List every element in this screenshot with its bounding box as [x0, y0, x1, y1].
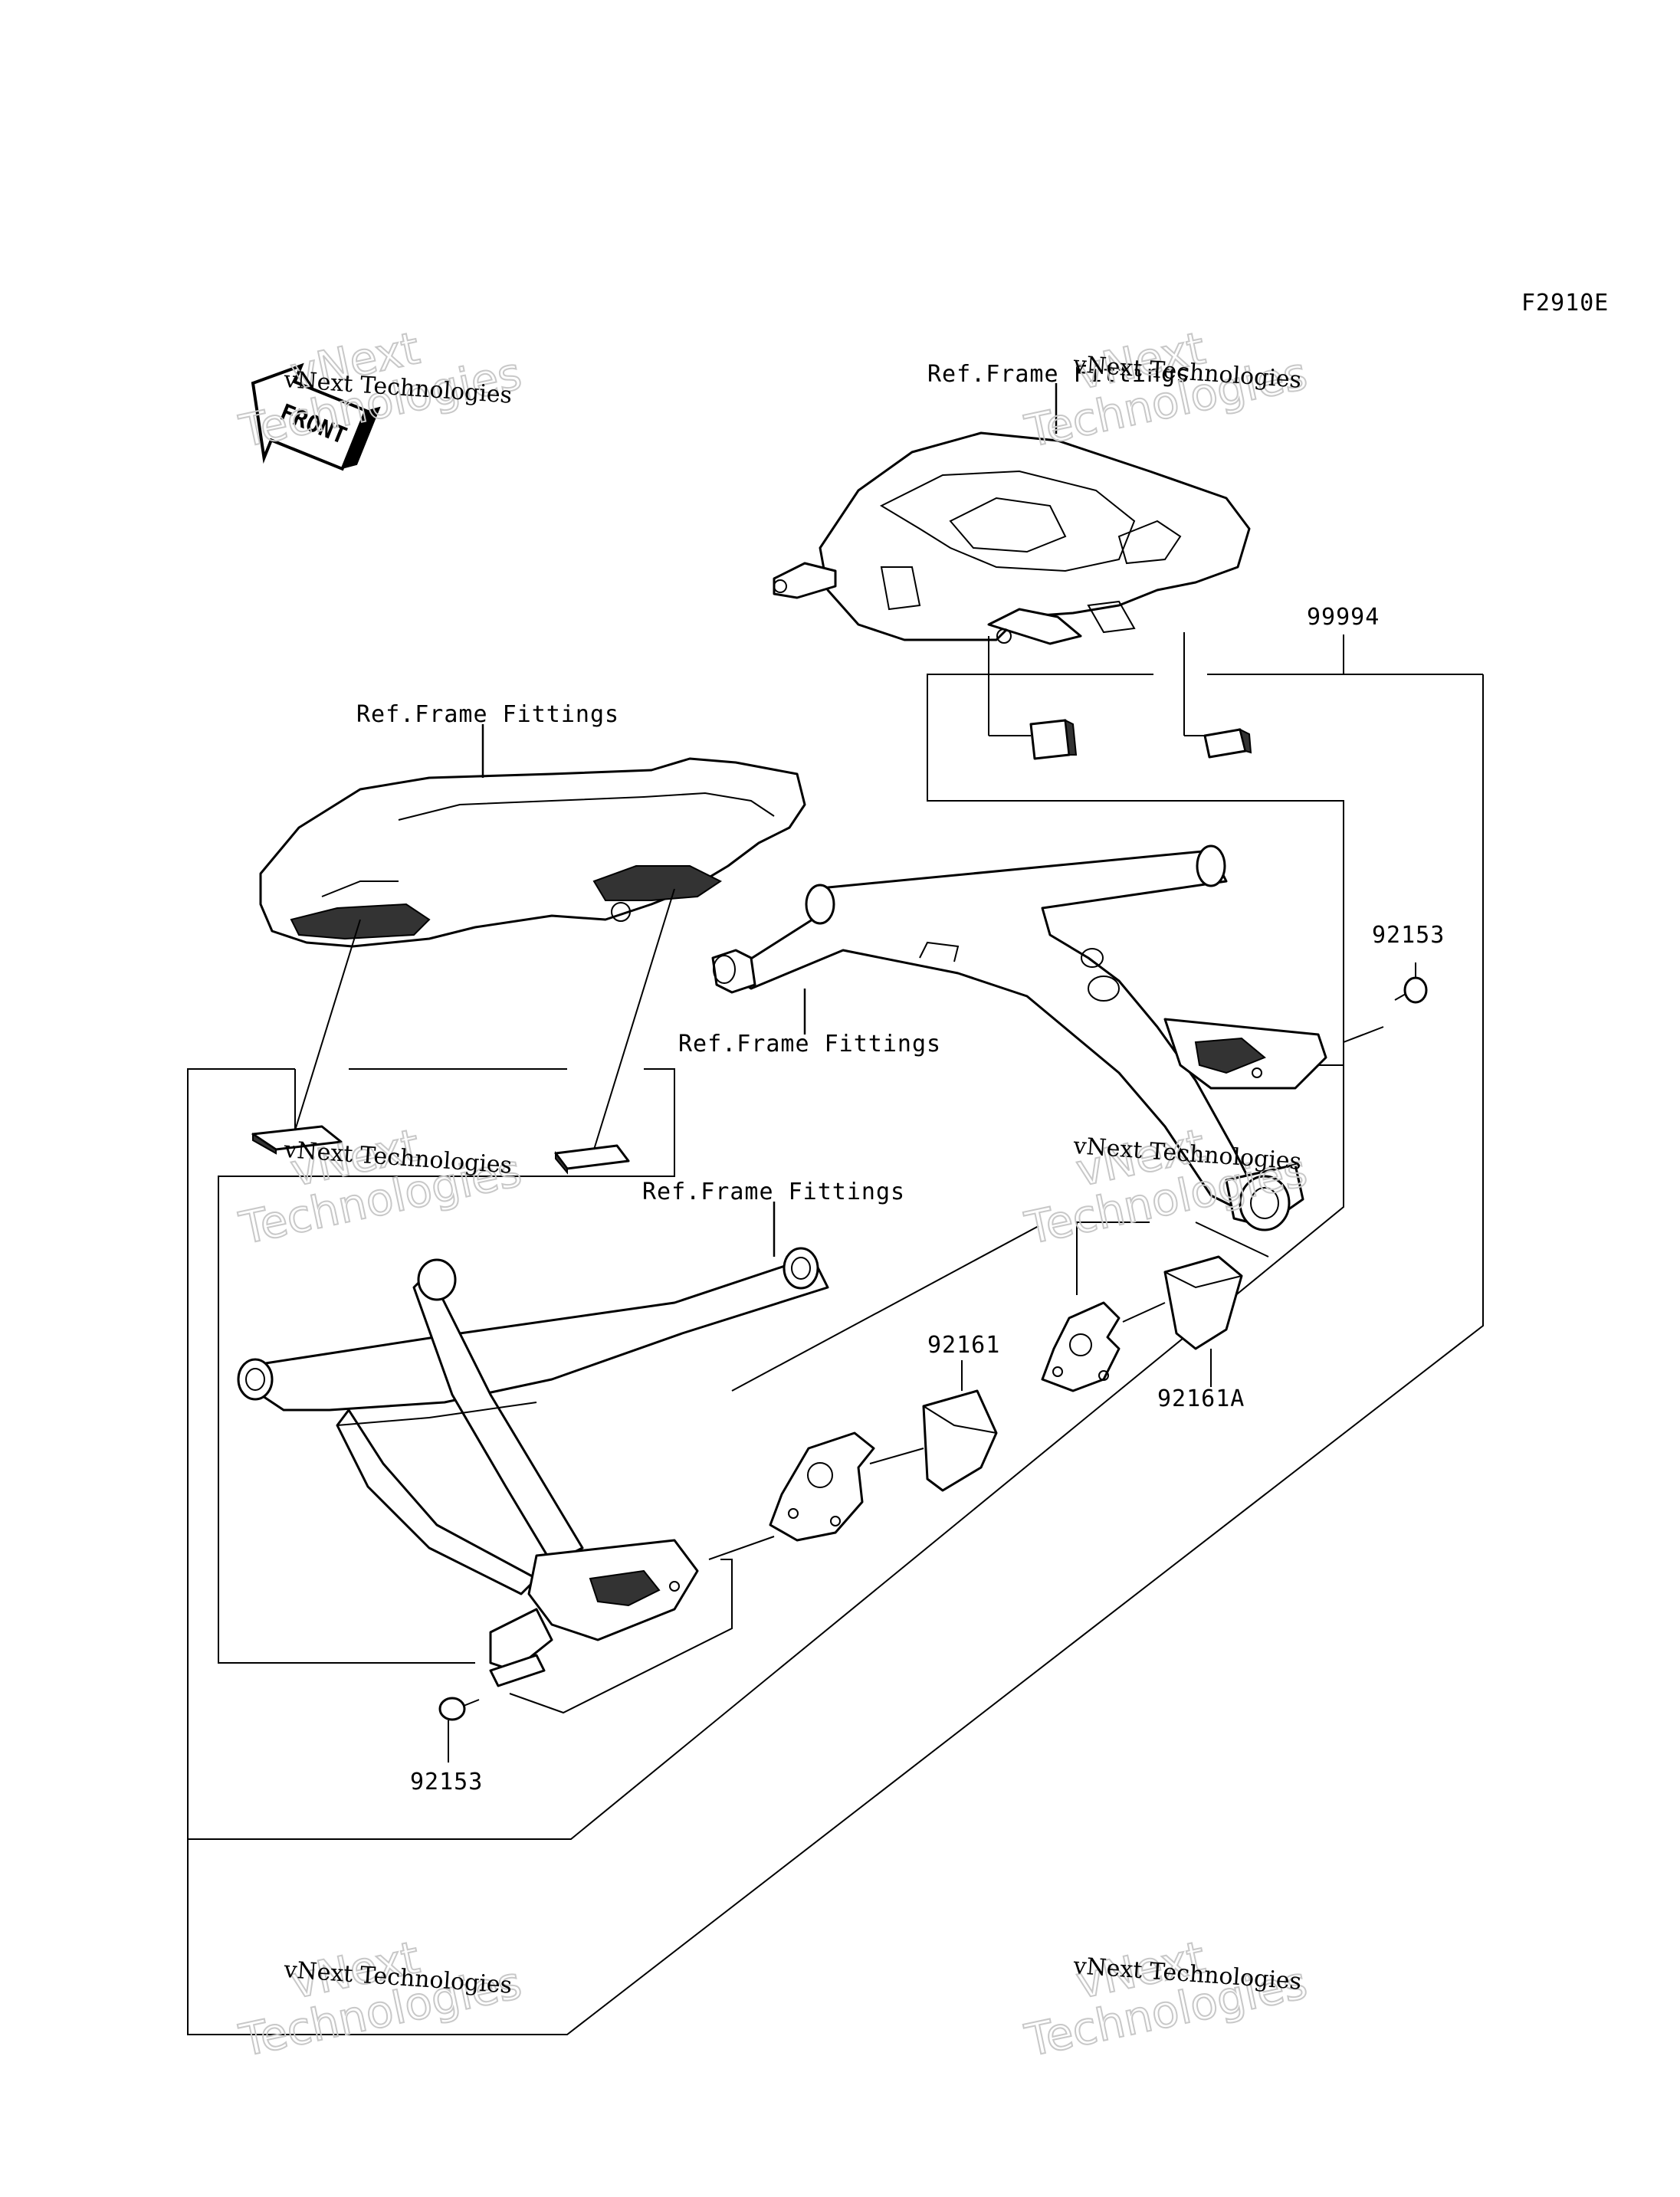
ref-frame-lower-label: Ref.Frame Fittings: [642, 1179, 905, 1205]
slider-92161: [922, 1389, 998, 1492]
ref-frame-top-label: Ref.Frame Fittings: [927, 361, 1190, 388]
upper-frame-fitting: [773, 431, 1251, 645]
pad-small-top-left: [1029, 719, 1078, 760]
pad-small-top-right: [1203, 728, 1252, 759]
bracket-plate-right: [1041, 1301, 1121, 1392]
left-frame-fitting: [259, 757, 806, 948]
bolt-92153-bottom: [438, 1697, 480, 1721]
part-99994-label: 99994: [1307, 604, 1380, 631]
part-92161-label: 92161: [927, 1332, 1000, 1359]
upper-guard-bar: [711, 844, 1327, 1231]
pad-flat-right: [554, 1144, 630, 1175]
ref-frame-mid-label: Ref.Frame Fittings: [678, 1031, 941, 1058]
slider-92161A: [1163, 1255, 1243, 1350]
part-92153-right-label: 92153: [1372, 922, 1445, 949]
bracket-plate-left: [769, 1431, 875, 1542]
part-92161A-label: 92161A: [1157, 1385, 1245, 1412]
ref-frame-left-label: Ref.Frame Fittings: [356, 701, 619, 728]
pad-flat-left: [251, 1125, 343, 1155]
bolt-92153-right: [1394, 976, 1428, 1004]
part-92153-bottom-label: 92153: [410, 1769, 483, 1795]
figure-code: F2910E: [1521, 290, 1609, 316]
lower-guard-bar: [237, 1247, 829, 1687]
front-arrow-icon: FRONT: [251, 362, 381, 471]
